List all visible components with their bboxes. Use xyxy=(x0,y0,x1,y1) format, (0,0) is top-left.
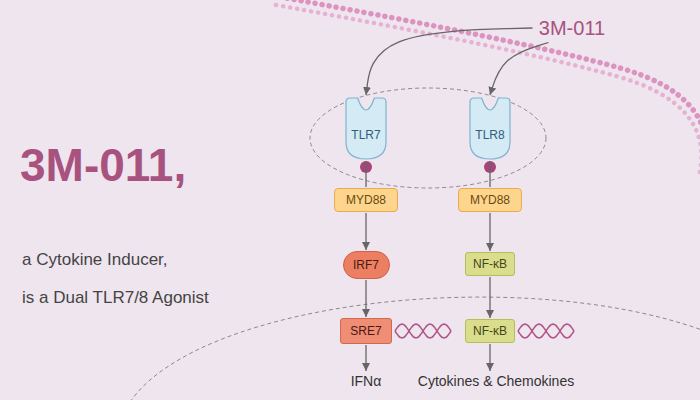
node-text: IRF7 xyxy=(353,258,379,272)
dna-strand xyxy=(395,324,451,338)
node-text: TLR7 xyxy=(351,128,380,142)
receptor-outline xyxy=(470,98,510,159)
node-text: MYD88 xyxy=(470,193,510,207)
dna-strand xyxy=(518,324,574,338)
output-label: Cytokines & Chemokines xyxy=(416,372,577,390)
connector xyxy=(365,280,366,317)
connector xyxy=(489,213,490,251)
connector xyxy=(365,345,366,371)
connector xyxy=(489,344,490,371)
nucleus-outline xyxy=(130,297,700,400)
node-text: SRE7 xyxy=(350,324,381,338)
receptor-outline xyxy=(346,98,386,159)
node-text: NF-κB xyxy=(473,324,507,338)
node-text: Cytokines & Chemokines xyxy=(418,373,574,389)
subtitle-text: is a Dual TLR7/8 Agonist xyxy=(22,288,209,308)
node-text: NF-κB xyxy=(473,257,507,271)
transcription-factor: IRF7 xyxy=(343,251,390,279)
connector xyxy=(489,161,490,187)
connector xyxy=(365,161,366,187)
dna-strands xyxy=(395,324,574,338)
receptor: TLR7 xyxy=(345,96,387,160)
transcription-factor: NF-κB xyxy=(465,252,515,276)
connector xyxy=(490,43,549,96)
node-text: 3M-011 xyxy=(539,17,605,40)
subtitle-text: a Cytokine Inducer, xyxy=(22,250,168,270)
main-title: 3M-011, xyxy=(20,138,186,192)
adaptor-box: MYD88 xyxy=(334,188,398,212)
cell-membrane-inner xyxy=(276,5,700,176)
node-text: MYD88 xyxy=(346,193,386,207)
promoter-box: NF-κB xyxy=(465,319,515,343)
node-text: IFNα xyxy=(351,373,382,389)
promoter-box: SRE7 xyxy=(340,318,392,344)
adaptor-box: MYD88 xyxy=(458,188,522,212)
dna-strand xyxy=(518,324,574,338)
ligand-label: 3M-011 xyxy=(535,15,610,42)
output-label: IFNα xyxy=(349,372,384,390)
receptor: TLR8 xyxy=(469,96,511,160)
endosome-outline xyxy=(310,88,546,188)
connector xyxy=(489,277,490,318)
dna-strand xyxy=(395,324,451,338)
connector xyxy=(365,213,366,250)
node-text: TLR8 xyxy=(475,128,504,142)
